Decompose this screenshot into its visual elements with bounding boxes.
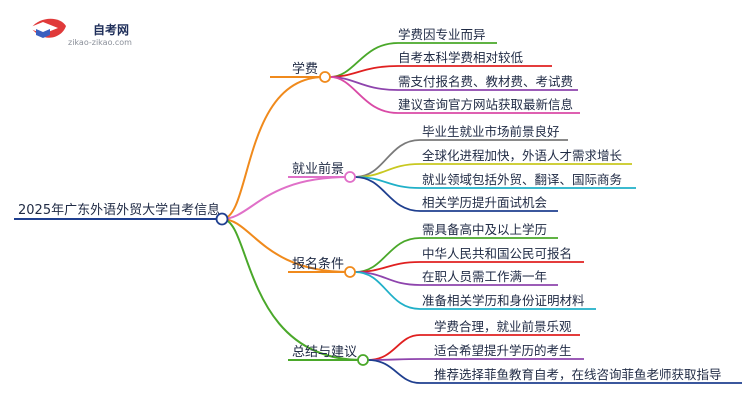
leaf-connector	[367, 359, 421, 384]
leaf-label: 就业领域包括外贸、翻译、国际商务	[422, 172, 622, 187]
branch-knob[interactable]	[344, 266, 356, 278]
branch-connector-employment	[221, 176, 350, 220]
branch-node-fees[interactable]: 学费	[270, 61, 331, 83]
leaf-label: 需具备高中及以上学历	[422, 222, 547, 237]
leaf-connector	[367, 334, 421, 361]
branch-connector-requirements	[221, 218, 350, 273]
leaf-label: 毕业生就业市场前景良好	[422, 124, 560, 139]
logo-url: zikao-zikao.com	[68, 38, 132, 47]
leaf-connector	[354, 176, 421, 212]
branch-label: 就业前景	[292, 161, 344, 177]
leaf-label: 适合希望提升学历的考生	[434, 343, 572, 358]
leaf-node[interactable]: 学费因专业而异	[398, 27, 497, 44]
leaf-node[interactable]: 自考本科学费相对较低	[398, 50, 552, 67]
leaf-label: 自考本科学费相对较低	[398, 50, 524, 65]
branch-connector-fees	[221, 76, 325, 220]
branch-node-summary[interactable]: 总结与建议	[288, 345, 369, 366]
branch-knob[interactable]	[344, 171, 356, 183]
logo-name: 自考网	[93, 22, 129, 37]
leaf-node[interactable]: 全球化进程加快，外语人才需求增长	[420, 148, 632, 165]
leaf-node[interactable]: 准备相关学历和身份证明材料	[420, 293, 596, 310]
leaf-node[interactable]: 中华人民共和国公民可报名	[420, 246, 584, 263]
leaf-node[interactable]: 建议查询官方网站获取最新信息	[398, 97, 580, 114]
leaf-node[interactable]: 学费合理，就业前景乐观	[420, 319, 580, 336]
branch-label: 总结与建议	[292, 345, 357, 360]
branch-label: 学费	[292, 61, 318, 77]
leaf-node[interactable]: 毕业生就业市场前景良好	[420, 124, 568, 141]
branch-node-requirements[interactable]: 报名条件	[288, 256, 356, 278]
leaf-label: 学费合理，就业前景乐观	[434, 319, 572, 334]
leaf-label: 学费因专业而异	[398, 27, 486, 42]
graduation-cap-icon	[28, 18, 66, 38]
branch-knob[interactable]	[357, 354, 369, 366]
root-label: 2025年广东外语外贸大学自考信息	[18, 202, 220, 218]
mindmap-connectors	[221, 42, 421, 384]
leaf-label: 准备相关学历和身份证明材料	[422, 293, 585, 308]
leaf-label: 推荐选择菲鱼教育自考，在线咨询菲鱼老师获取指导	[434, 367, 722, 382]
leaf-node[interactable]: 需支付报名费、教材费、考试费	[398, 74, 578, 91]
leaf-connector	[329, 42, 399, 78]
branch-knob[interactable]	[319, 71, 331, 83]
leaf-node[interactable]: 相关学历提升面试机会	[420, 195, 558, 212]
leaf-node[interactable]: 需具备高中及以上学历	[420, 222, 558, 239]
leaf-label: 需支付报名费、教材费、考试费	[398, 74, 573, 89]
leaf-label: 在职人员需工作满一年	[422, 269, 547, 284]
branch-connector-summary	[221, 218, 363, 361]
leaf-node[interactable]: 就业领域包括外贸、翻译、国际商务	[420, 172, 636, 189]
leaf-node[interactable]: 在职人员需工作满一年	[420, 269, 558, 286]
root-node[interactable]: 2025年广东外语外贸大学自考信息	[14, 202, 229, 226]
leaf-label: 全球化进程加快，外语人才需求增长	[422, 148, 623, 163]
leaf-connector	[354, 271, 421, 310]
leaf-label: 建议查询官方网站获取最新信息	[398, 97, 573, 112]
branch-node-employment[interactable]: 就业前景	[288, 161, 356, 183]
leaf-label: 相关学历提升面试机会	[422, 195, 548, 210]
root-knob[interactable]	[215, 212, 229, 226]
leaf-connector	[329, 76, 399, 114]
branch-label: 报名条件	[292, 256, 344, 272]
leaf-label: 中华人民共和国公民可报名	[422, 246, 572, 261]
leaf-node[interactable]: 推荐选择菲鱼教育自考，在线咨询菲鱼老师获取指导	[420, 367, 742, 384]
leaf-node[interactable]: 适合希望提升学历的考生	[420, 343, 584, 360]
leaf-connector	[354, 139, 421, 178]
leaf-connector	[329, 65, 399, 78]
site-logo[interactable]: 自考网 zikao-zikao.com	[28, 18, 132, 47]
